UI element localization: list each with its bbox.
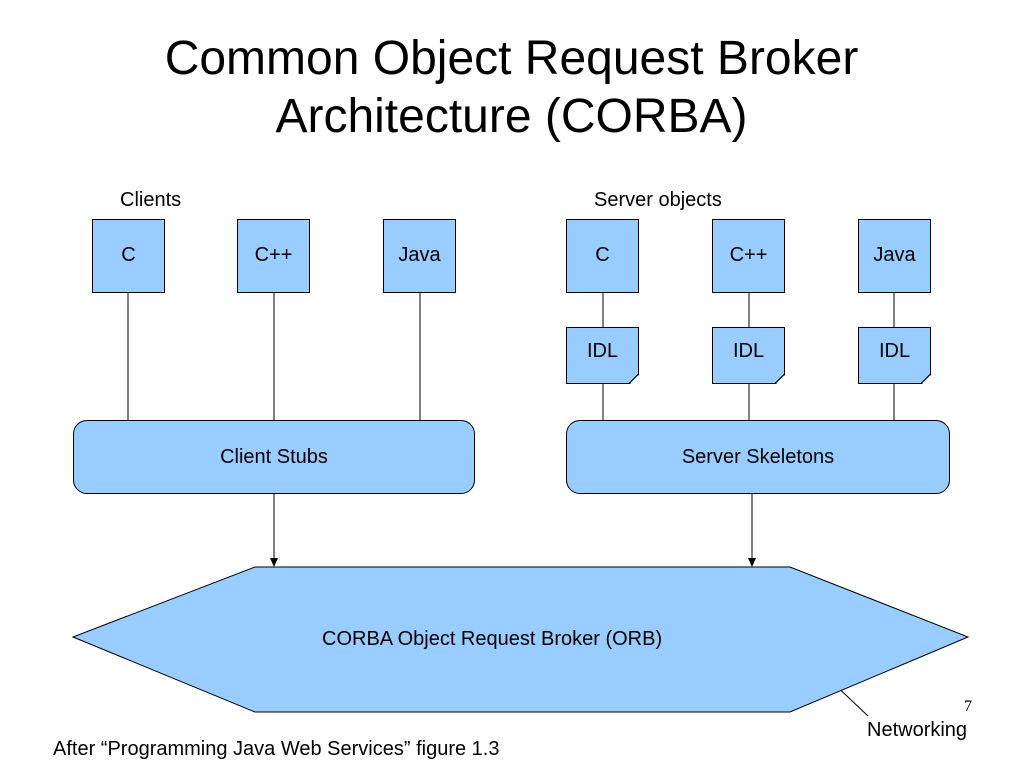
arrowhead-stubs [270, 558, 278, 567]
client-box-java: Java [383, 219, 456, 293]
title-line-1: Common Object Request Broker [164, 32, 859, 85]
idl-label: IDL [878, 340, 911, 362]
idl-box-c: IDL [566, 327, 639, 384]
server-objects-heading: Server objects [594, 189, 722, 211]
idl-label: IDL [586, 340, 619, 362]
orb-shape [71, 566, 970, 713]
client-box-cpp: C++ [237, 219, 310, 293]
clients-heading: Clients [120, 189, 182, 211]
title-line-2: Architecture (CORBA) [275, 90, 748, 143]
client-box-c: C [92, 219, 165, 293]
networking-label: Networking [867, 719, 968, 741]
page-number: 7 [964, 698, 972, 715]
orb-label: CORBA Object Request Broker (ORB) [322, 628, 663, 650]
idl-box-cpp: IDL [712, 327, 785, 384]
server-skeletons-box: Server Skeletons [566, 420, 950, 494]
idl-box-java: IDL [858, 327, 931, 384]
arrowhead-skeletons [748, 558, 756, 567]
slide-title: Common Object Request Broker Architectur… [0, 30, 1023, 146]
server-box-java: Java [858, 219, 931, 293]
footer-credit: After “Programming Java Web Services” fi… [53, 738, 500, 760]
server-box-cpp: C++ [712, 219, 785, 293]
idl-label: IDL [732, 340, 765, 362]
server-box-c: C [566, 219, 639, 293]
client-stubs-box: Client Stubs [73, 420, 475, 494]
